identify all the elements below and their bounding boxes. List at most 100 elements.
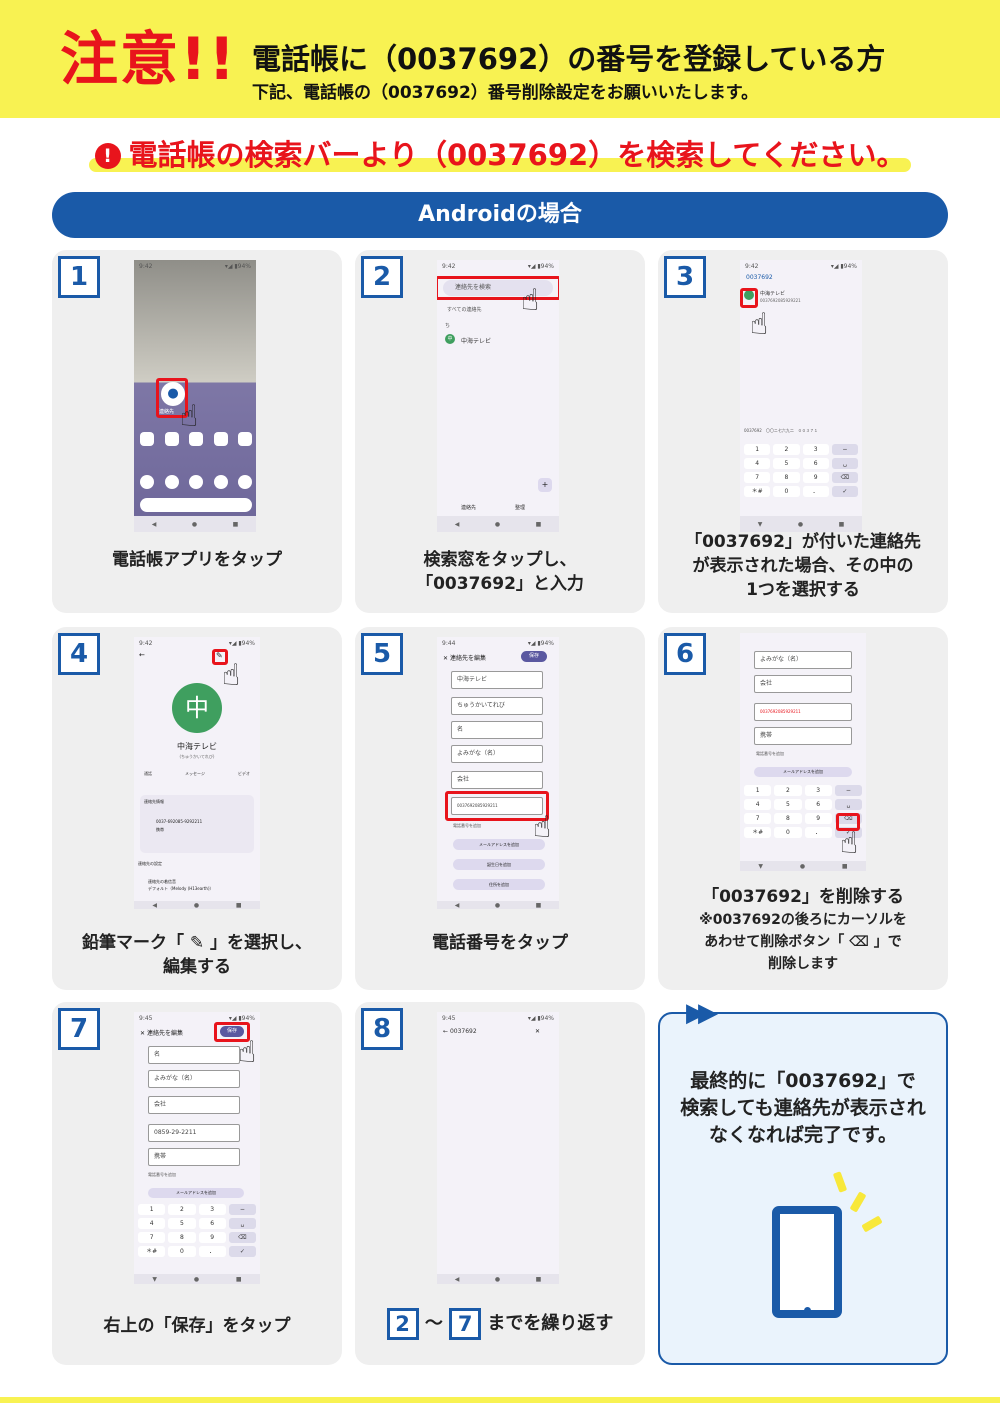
keyboard-key[interactable]: 3	[198, 1204, 226, 1215]
ringtone-setting[interactable]: 連絡先の着信音	[148, 879, 176, 884]
keyboard-key[interactable]: ＊#	[138, 1246, 166, 1257]
chrome-icon[interactable]	[189, 475, 203, 489]
keyboard-key[interactable]: ␣	[831, 458, 858, 469]
keyboard-key[interactable]: −	[831, 444, 858, 455]
keyboard-key[interactable]: 6	[802, 458, 829, 469]
contact-result[interactable]: 中海テレビ	[760, 291, 786, 297]
keyboard-key[interactable]: ⌫	[834, 813, 862, 824]
keyboard-key[interactable]: 5	[168, 1218, 196, 1229]
keyboard-key[interactable]: 0	[774, 827, 802, 838]
keyboard-key[interactable]: 8	[773, 472, 800, 483]
keyboard-key[interactable]: ␣	[834, 799, 862, 810]
keyboard-key[interactable]: 1	[744, 444, 771, 455]
keyboard-key[interactable]: 2	[168, 1204, 196, 1215]
add-phone-link[interactable]: 電話番号を追加	[148, 1172, 176, 1177]
company-field[interactable]: 会社	[754, 675, 852, 693]
message-action[interactable]: メッセージ	[185, 771, 205, 776]
company-field[interactable]: 会社	[148, 1096, 240, 1114]
add-email-button[interactable]: メールアドレスを追加	[453, 839, 545, 850]
given-name-field[interactable]: 名	[451, 721, 543, 739]
keyboard-key[interactable]: 5	[774, 799, 802, 810]
meet-icon[interactable]	[164, 432, 179, 446]
keyboard-key[interactable]: 0	[773, 486, 800, 497]
video-action[interactable]: ビデオ	[237, 771, 250, 776]
phone-field[interactable]: 0037692085929211	[451, 797, 543, 815]
keyboard-key[interactable]: 1	[744, 785, 772, 796]
keyboard-key[interactable]: 3	[804, 785, 832, 796]
close-icon[interactable]: ✕	[535, 1028, 541, 1035]
contacts-app-icon[interactable]: ●	[161, 382, 185, 406]
all-contacts-filter[interactable]: すべての連絡先	[447, 307, 482, 313]
given-reading-field[interactable]: よみがな（名）	[148, 1070, 240, 1088]
keyboard-key[interactable]: 7	[744, 813, 772, 824]
keyboard-key[interactable]: ✓	[228, 1246, 256, 1257]
keyboard-key[interactable]: 9	[804, 813, 832, 824]
add-phone-link[interactable]: 電話番号を追加	[453, 823, 481, 828]
keyboard-key[interactable]: ＊#	[744, 827, 772, 838]
keyboard-key[interactable]: 5	[773, 458, 800, 469]
add-address-button[interactable]: 住所を追加	[453, 879, 545, 890]
keyboard-key[interactable]: 4	[744, 458, 771, 469]
call-action[interactable]: 通話	[144, 771, 152, 776]
camera-icon[interactable]	[213, 475, 228, 489]
keyboard-key[interactable]: ✓	[831, 486, 858, 497]
keyboard-key[interactable]: ⌫	[228, 1232, 256, 1243]
play-icon[interactable]	[189, 432, 203, 446]
keyboard-key[interactable]: 6	[804, 799, 832, 810]
reading-field[interactable]: ちゅうかいてれび	[451, 697, 543, 715]
keyboard-key[interactable]: ⌫	[831, 472, 858, 483]
keyboard-key[interactable]: 8	[774, 813, 802, 824]
google-search-bar[interactable]	[140, 498, 252, 512]
save-button[interactable]: 保存	[521, 651, 547, 662]
keyboard-key[interactable]: ＊#	[744, 486, 771, 497]
phone-number[interactable]: 0037-692085-9292211	[156, 819, 203, 824]
tab-contacts[interactable]: 連絡先	[461, 505, 477, 511]
given-reading-field[interactable]: よみがな（名）	[451, 745, 543, 763]
save-button[interactable]: 保存	[220, 1026, 244, 1037]
keyboard-key[interactable]: 2	[773, 444, 800, 455]
add-birthday-button[interactable]: 誕生日を追加	[453, 859, 545, 870]
pencil-icon[interactable]: ✎	[216, 651, 223, 660]
phone-field[interactable]: 0859-29-2211	[148, 1124, 240, 1142]
photos-icon[interactable]	[238, 432, 252, 446]
keyboard-key[interactable]: −	[834, 785, 862, 796]
given-reading-field[interactable]: よみがな（名）	[754, 651, 852, 669]
keyboard-key[interactable]: 4	[138, 1218, 166, 1229]
given-name-field[interactable]: 名	[148, 1046, 240, 1064]
keyboard-key[interactable]: 3	[802, 444, 829, 455]
keyboard-key[interactable]: ✓	[834, 827, 862, 838]
keyboard-key[interactable]: 7	[138, 1232, 166, 1243]
store-icon[interactable]	[213, 432, 228, 446]
search-input[interactable]: 連絡先を検索	[443, 280, 553, 296]
add-contact-button[interactable]: +	[538, 478, 552, 492]
phone-icon[interactable]	[140, 475, 154, 489]
back-arrow-icon[interactable]: ←	[139, 651, 145, 659]
keyboard-key[interactable]: 8	[168, 1232, 196, 1243]
keyboard-key[interactable]: ．	[802, 486, 829, 497]
label-select[interactable]: 携帯	[754, 727, 852, 745]
keyboard-key[interactable]: 4	[744, 799, 772, 810]
add-email-button[interactable]: メールアドレスを追加	[148, 1188, 244, 1198]
keyboard-key[interactable]: 9	[802, 472, 829, 483]
search-input[interactable]: 0037692	[746, 274, 773, 281]
add-phone-link[interactable]: 電話番号を追加	[756, 751, 784, 756]
keyboard-key[interactable]: −	[228, 1204, 256, 1215]
keyboard-key[interactable]: ．	[804, 827, 832, 838]
phone-field[interactable]: 0037692085929211	[754, 703, 852, 721]
keyboard-key[interactable]: 9	[198, 1232, 226, 1243]
settings-icon[interactable]	[238, 475, 252, 489]
message-icon[interactable]	[164, 475, 179, 489]
keyboard-key[interactable]: 1	[138, 1204, 166, 1215]
keyboard-key[interactable]: 2	[774, 785, 802, 796]
search-input[interactable]: ← 0037692	[443, 1028, 477, 1035]
tab-organize[interactable]: 整理	[515, 505, 526, 511]
add-email-button[interactable]: メールアドレスを追加	[754, 767, 852, 777]
keyboard-key[interactable]: 6	[198, 1218, 226, 1229]
name-field[interactable]: 中海テレビ	[451, 671, 543, 689]
keyboard-key[interactable]: 7	[744, 472, 771, 483]
company-field[interactable]: 会社	[451, 771, 543, 789]
google-icon[interactable]	[140, 432, 154, 446]
keyboard-key[interactable]: ␣	[228, 1218, 256, 1229]
